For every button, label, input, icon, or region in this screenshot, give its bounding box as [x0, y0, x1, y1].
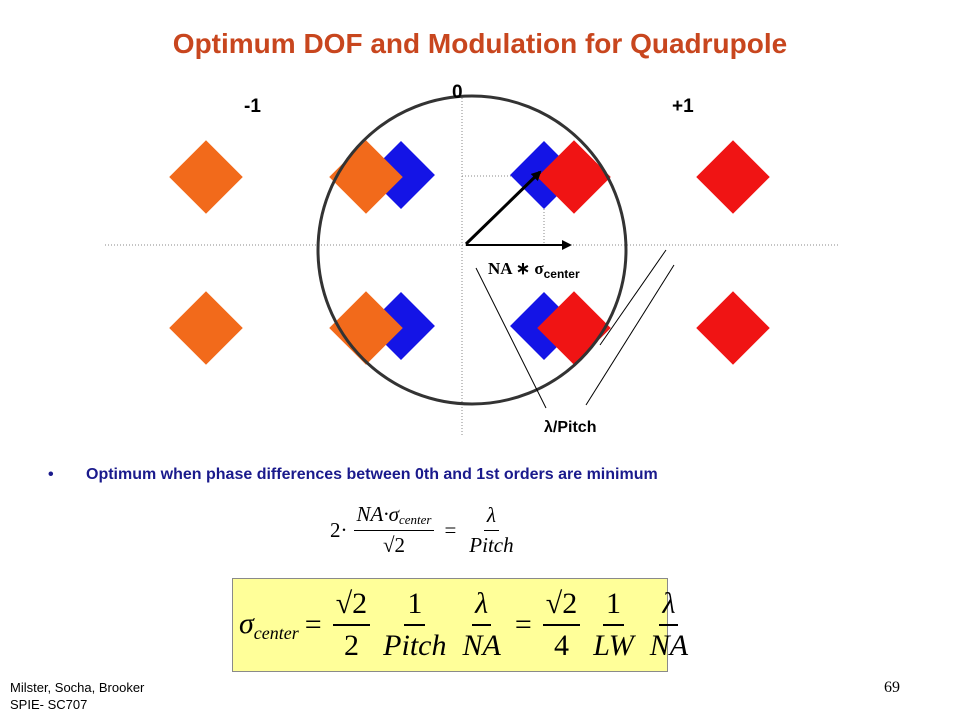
eq1-rhs-denominator: Pitch	[469, 532, 514, 557]
pupil-circle	[316, 94, 628, 406]
eq1-lhs-subscript: center	[398, 512, 432, 527]
footer-credits: Milster, Socha, Brooker SPIE- SC707	[10, 679, 144, 713]
eq2-sigma: σcenter	[239, 606, 299, 643]
pole-red	[696, 140, 770, 214]
pitch-line-left	[475, 267, 547, 409]
slide-title: Optimum DOF and Modulation for Quadrupol…	[172, 28, 788, 59]
lambda-pitch-label: λ/Pitch	[544, 419, 596, 436]
footer-course: SPIE- SC707	[10, 697, 88, 712]
eq1-rhs-numerator: λ	[483, 503, 499, 531]
pole-red	[537, 140, 611, 214]
eq1-coefficient: 2·	[330, 517, 348, 542]
footer-authors: Milster, Socha, Brooker	[10, 680, 145, 695]
order-label-minus: -1	[244, 96, 261, 117]
eq1-lhs-denominator: √2	[382, 533, 405, 557]
pole-orange	[169, 140, 243, 214]
page-number: 69	[884, 679, 900, 696]
pitch-line-right	[585, 264, 675, 406]
eq1-equals: =	[444, 517, 457, 542]
pitch-line-short	[599, 249, 667, 346]
order-label-zero: 0	[452, 82, 463, 103]
bullet-text: Optimum when phase differences between 0…	[86, 466, 658, 483]
equation-condition: 2· NA·σcenter √2 = λ Pitch	[330, 502, 523, 558]
pole-red	[696, 291, 770, 365]
sigma-arrow	[464, 170, 542, 246]
bullet-dot: •	[48, 466, 54, 483]
eq1-rhs-fraction: λ Pitch	[466, 503, 516, 558]
bullet-point: • Optimum when phase differences between …	[48, 466, 928, 484]
na-sigma-label: NA ∗ σcenter	[488, 259, 580, 281]
order-label-plus: +1	[672, 96, 694, 117]
eq2-equals-1: =	[304, 608, 322, 641]
pole-orange	[169, 291, 243, 365]
eq1-lhs-numerator: NA·σ	[356, 502, 399, 526]
pole-orange	[329, 291, 403, 365]
eq1-lhs-fraction: NA·σcenter √2	[353, 502, 435, 558]
eq2-equals-2: =	[514, 608, 532, 641]
